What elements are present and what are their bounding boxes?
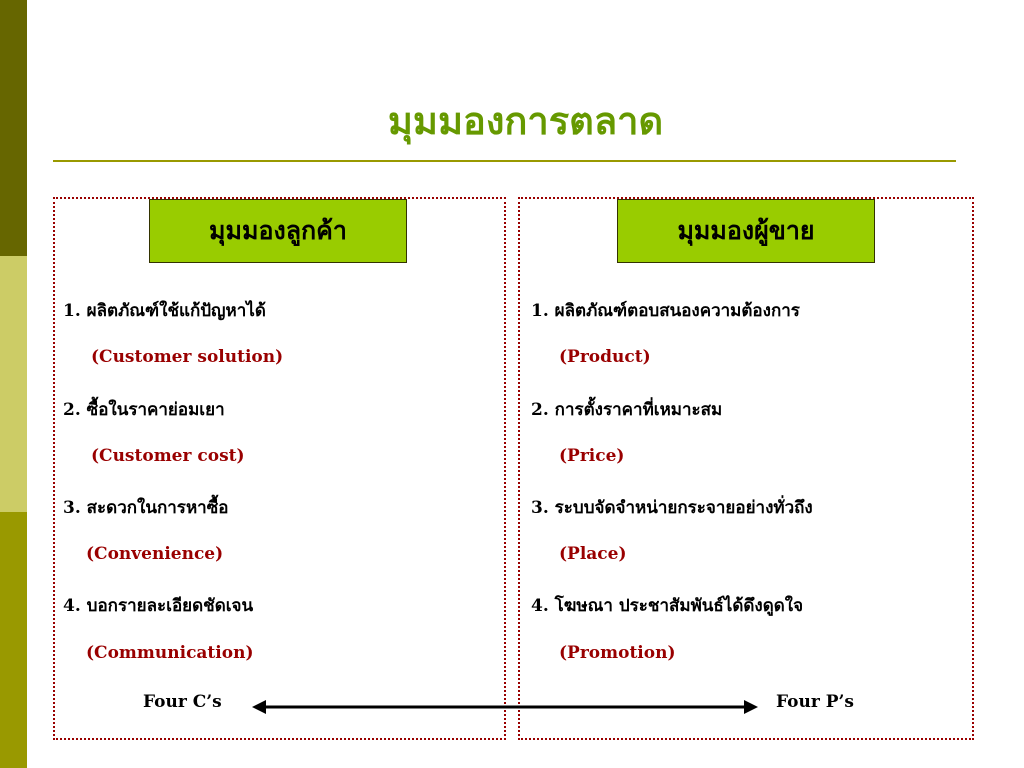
four-cs-label: Four C’s xyxy=(143,692,222,712)
seller-item-4: 4. โฆษณา ประชาสัมพันธ์ได้ดึงดูดใจ xyxy=(531,596,804,616)
seller-item-3-english: (Place) xyxy=(559,544,627,564)
customer-item-3: 3. สะดวกในการหาซื้อ xyxy=(63,498,229,518)
side-bar-light xyxy=(0,256,27,512)
double-arrow-icon xyxy=(252,700,758,714)
seller-view-header: มุมมองผู้ขาย xyxy=(617,199,875,263)
seller-view-panel xyxy=(518,197,974,740)
seller-item-1: 1. ผลิตภัณฑ์ตอบสนองความต้องการ xyxy=(531,301,800,321)
seller-item-1-english: (Product) xyxy=(559,347,651,367)
seller-item-3: 3. ระบบจัดจำหน่ายกระจายอย่างทั่วถึง xyxy=(531,498,813,518)
customer-item-4-english: (Communication) xyxy=(86,643,254,663)
customer-item-3-english: (Convenience) xyxy=(86,544,224,564)
customer-item-2-english: (Customer cost) xyxy=(91,446,245,466)
customer-item-1: 1. ผลิตภัณฑ์ใช้แก้ปัญหาได้ xyxy=(63,301,266,321)
customer-view-panel xyxy=(53,197,506,740)
customer-view-header: มุมมองลูกค้า xyxy=(149,199,407,263)
customer-item-4: 4. บอกรายละเอียดชัดเจน xyxy=(63,596,254,616)
seller-item-2-english: (Price) xyxy=(559,446,625,466)
customer-item-1-english: (Customer solution) xyxy=(91,347,284,367)
side-bar-mid xyxy=(0,512,27,768)
customer-item-2: 2. ซื้อในราคาย่อมเยา xyxy=(63,400,225,420)
seller-item-4-english: (Promotion) xyxy=(559,643,676,663)
seller-item-2: 2. การตั้งราคาที่เหมาะสม xyxy=(531,400,723,420)
title-divider xyxy=(53,160,956,162)
side-bar-dark xyxy=(0,0,27,256)
slide-title: มุมมองการตลาด xyxy=(387,98,664,143)
four-ps-label: Four P’s xyxy=(776,692,854,712)
